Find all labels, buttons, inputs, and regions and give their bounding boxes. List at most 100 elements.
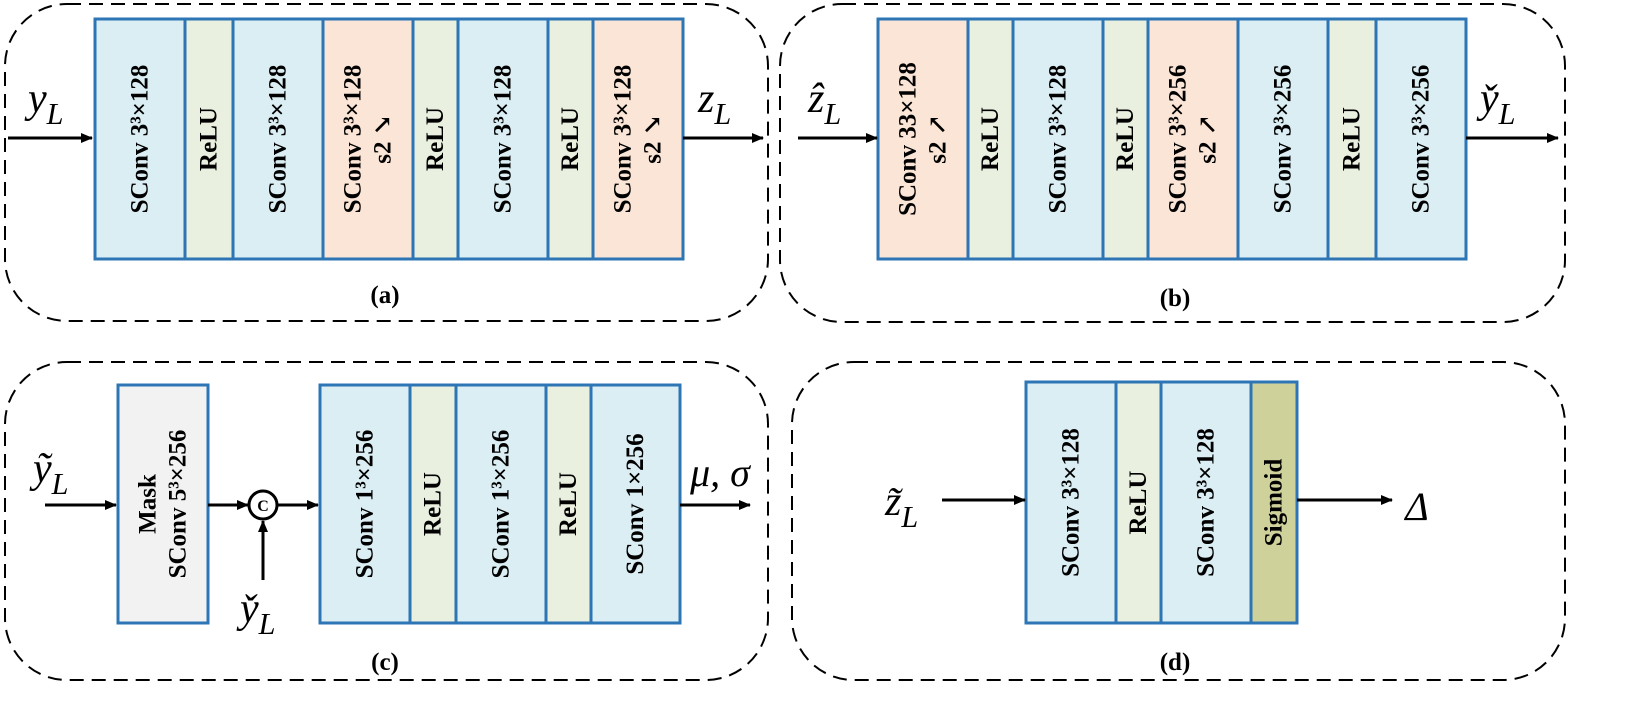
svg-text:y̌L: y̌L — [1476, 76, 1515, 131]
panel-d-block-1-sconv-3-128: SConv 3³×128 — [1024, 380, 1118, 625]
panel-a-block-1-sconv-3-128: SConv 3³×128 — [93, 17, 187, 261]
panel-d-block-2-relu: ReLU — [1114, 380, 1163, 625]
panel-a-block-6-sconv-3-128-label: SConv 3³×128 — [490, 65, 517, 214]
panel-a-caption: (a) — [370, 282, 399, 309]
panel-c-block-3-sconv-1-256-label: SConv 1³×256 — [488, 430, 515, 579]
panel-c-mask-block-1-mask-box — [116, 383, 210, 625]
panel-c-side-input-label: y̌L — [236, 586, 275, 641]
svg-text:z̃L: z̃L — [884, 479, 918, 534]
panel-b-block-1-sconv-33-128-label: SConv 33×128 — [895, 62, 922, 216]
panel-b-block-6-sconv-3-256-label: SConv 3³×256 — [1270, 65, 1297, 214]
concat-symbol — [247, 489, 279, 521]
panel-a-block-5-relu-label: ReLU — [422, 107, 449, 171]
panel-a-input-label: yL — [24, 76, 63, 131]
panel-d-block-4-sigmoid: Sigmoid — [1249, 380, 1299, 625]
panel-b-block-3-sconv-3-128-box — [1011, 17, 1105, 261]
panel-b-block-3-sconv-3-128-label: SConv 3³×128 — [1045, 65, 1072, 214]
panel-b-caption: (b) — [1160, 285, 1191, 312]
panel-c-block-2-relu-box — [408, 383, 458, 625]
svg-text:zL: zL — [697, 76, 731, 131]
panel-a-block-8-sconv-3-128-label: s2 ↘ — [640, 114, 667, 163]
panel-b-block-8-sconv-3-256-label: SConv 3³×256 — [1408, 65, 1435, 214]
panel-d-block-3-sconv-3-128-box — [1159, 380, 1253, 625]
panel-b-border — [779, 3, 1566, 323]
panel-c-caption: (c) — [371, 649, 399, 676]
svg-text:ỹL: ỹL — [29, 446, 68, 501]
panel-a-block-8-sconv-3-128-label: SConv 3³×128 — [610, 65, 637, 214]
panel-a-block-5-relu: ReLU — [411, 17, 460, 261]
panel-c-block-2-relu: ReLU — [408, 383, 458, 625]
panel-b-output-label: y̌L — [1476, 76, 1515, 131]
svg-text:ẑL: ẑL — [807, 76, 841, 131]
panel-d-block-4-sigmoid-box — [1249, 380, 1299, 625]
panel-d-block-4-sigmoid-label: Sigmoid — [1261, 459, 1288, 547]
panel-d-blocks: SConv 3³×128 ReLU SConv 3³×128 Sigmoid — [1024, 380, 1299, 625]
panel-a-output-label: zL — [697, 76, 731, 131]
panel-c-block-4-relu: ReLU — [544, 383, 593, 625]
panel-c-mask-block-1-mask-label: SConv 5³×256 — [165, 430, 192, 579]
panel-b-block-2-relu-box — [966, 17, 1015, 261]
panel-a-block-3-sconv-3-128: SConv 3³×128 — [231, 17, 325, 261]
panel-d-caption: (d) — [1160, 649, 1191, 676]
panel-a-block-2-relu-label: ReLU — [196, 107, 223, 171]
panel-c-output-label: μ, σ — [689, 450, 751, 495]
panel-c-block-5-sconv-1-256: SConv 1×256 — [589, 383, 682, 625]
panel-d-block-3-sconv-3-128: SConv 3³×128 — [1159, 380, 1253, 625]
panel-c-block-5-sconv-1-256-box — [589, 383, 682, 625]
panel-a-block-8-sconv-3-128-box — [591, 17, 685, 261]
panel-b-block-5-sconv-3-256-box — [1146, 17, 1240, 261]
panel-b-block-1-sconv-33-128-label: s2 ↗ — [925, 114, 952, 163]
panel-c-block-3-sconv-1-256-box — [454, 383, 548, 625]
panel-d-border — [791, 361, 1566, 681]
panel-b-block-1-sconv-33-128-box — [876, 17, 970, 261]
panel-c-mask-block-1-mask-label: Mask — [135, 474, 162, 534]
panel-a-block-7-relu-label: ReLU — [557, 107, 584, 171]
panel-d-input-label: z̃L — [884, 479, 918, 534]
panel-b-block-7-relu: ReLU — [1326, 17, 1378, 261]
panel-c-block-1-sconv-1-256: SConv 1³×256 — [318, 383, 412, 625]
panel-b-block-4-relu-label: ReLU — [1112, 107, 1139, 171]
panel-b-input-label: ẑL — [807, 76, 841, 131]
panel-a-block-2-relu: ReLU — [183, 17, 235, 261]
panel-a-block-3-sconv-3-128-box — [231, 17, 325, 261]
panel-b-block-8-sconv-3-256-box — [1374, 17, 1468, 261]
svg-text:y̌L: y̌L — [236, 586, 275, 641]
concat-symbol-label: C — [257, 498, 269, 515]
panel-c-block-2-relu-label: ReLU — [420, 472, 447, 536]
panel-a-block-7-relu: ReLU — [546, 17, 595, 261]
panel-c-input-label: ỹL — [29, 446, 68, 501]
panel-c-block-4-relu-box — [544, 383, 593, 625]
panel-a-block-4-sconv-3-128-label: SConv 3³×128 — [340, 65, 367, 214]
panel-d-output-label: Δ — [1403, 484, 1428, 529]
panel-d-block-1-sconv-3-128-box — [1024, 380, 1118, 625]
panel-b-block-7-relu-label: ReLU — [1339, 107, 1366, 171]
panel-a-block-1-sconv-3-128-label: SConv 3³×128 — [127, 65, 154, 214]
panel-c-blocks: SConv 1³×256 ReLU SConv 1³×256 ReLU SConv 1×… — [318, 383, 682, 625]
panel-c-block-3-sconv-1-256: SConv 1³×256 — [454, 383, 548, 625]
panel-a-block-4-sconv-3-128-box — [321, 17, 415, 261]
panel-d-block-1-sconv-3-128-label: SConv 3³×128 — [1058, 428, 1085, 577]
panel-d-block-2-relu-box — [1114, 380, 1163, 625]
panel-b-block-5-sconv-3-256-label: s2 ↗ — [1195, 114, 1222, 163]
svg-text:yL: yL — [24, 76, 63, 131]
panel-c-block-1-sconv-1-256-box — [318, 383, 412, 625]
panel-b-block-6-sconv-3-256: SConv 3³×256 — [1236, 17, 1330, 261]
panel-a-border — [4, 3, 769, 322]
panel-d-block-3-sconv-3-128-label: SConv 3³×128 — [1193, 428, 1220, 577]
panel-c-border — [4, 361, 769, 681]
panel-b-block-2-relu-label: ReLU — [977, 107, 1004, 171]
panel-b-block-4-relu: ReLU — [1101, 17, 1150, 261]
panel-a-block-3-sconv-3-128-label: SConv 3³×128 — [265, 65, 292, 214]
panel-c-block-5-sconv-1-256-label: SConv 1×256 — [622, 433, 649, 574]
